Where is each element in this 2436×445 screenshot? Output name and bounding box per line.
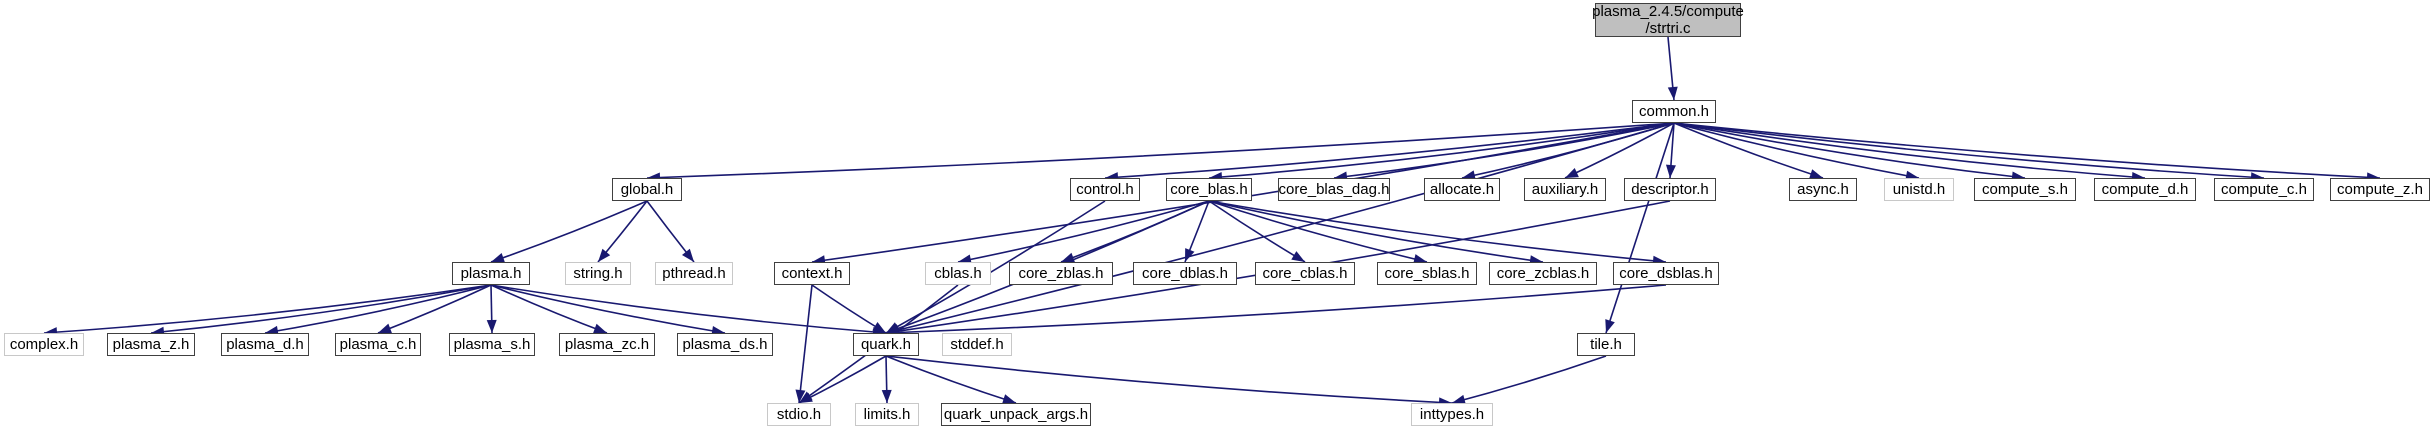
graph-node-plasma-zc-h[interactable]: plasma_zc.h [559, 333, 655, 356]
graph-node-tile-h[interactable]: tile.h [1577, 333, 1635, 356]
graph-node-compute-d-h[interactable]: compute_d.h [2094, 178, 2196, 201]
graph-node-core-cblas-h[interactable]: core_cblas.h [1255, 262, 1355, 285]
graph-node-pthread-h[interactable]: pthread.h [655, 262, 733, 285]
graph-node-stddef-h[interactable]: stddef.h [942, 333, 1012, 356]
graph-node-core-dsblas-h[interactable]: core_dsblas.h [1613, 262, 1719, 285]
graph-node-core-blas-h[interactable]: core_blas.h [1166, 178, 1252, 201]
graph-node-plasma-s-h[interactable]: plasma_s.h [449, 333, 535, 356]
graph-node-core-dblas-h[interactable]: core_dblas.h [1133, 262, 1237, 285]
graph-node-core-zblas-h[interactable]: core_zblas.h [1009, 262, 1113, 285]
graph-node-async-h[interactable]: async.h [1789, 178, 1857, 201]
graph-node-cblas-h[interactable]: cblas.h [925, 262, 991, 285]
graph-node-stdio-h[interactable]: stdio.h [767, 403, 831, 426]
graph-node-plasma-c-h[interactable]: plasma_c.h [335, 333, 421, 356]
graph-node-plasma-z-h[interactable]: plasma_z.h [107, 333, 195, 356]
graph-node-unistd-h[interactable]: unistd.h [1884, 178, 1954, 201]
graph-node-quark-h[interactable]: quark.h [853, 333, 919, 356]
graph-node-control-h[interactable]: control.h [1070, 178, 1140, 201]
graph-node-plasma-ds-h[interactable]: plasma_ds.h [677, 333, 773, 356]
graph-node-compute-s-h[interactable]: compute_s.h [1974, 178, 2076, 201]
graph-node-quark-unpack-args-h[interactable]: quark_unpack_args.h [941, 403, 1091, 426]
graph-node-core-sblas-h[interactable]: core_sblas.h [1377, 262, 1477, 285]
graph-node-allocate-h[interactable]: allocate.h [1424, 178, 1500, 201]
graph-node-auxiliary-h[interactable]: auxiliary.h [1524, 178, 1606, 201]
graph-node-plasma-d-h[interactable]: plasma_d.h [221, 333, 309, 356]
graph-node-string-h[interactable]: string.h [565, 262, 631, 285]
graph-node-complex-h[interactable]: complex.h [4, 333, 84, 356]
graph-node-plasma-h[interactable]: plasma.h [452, 262, 530, 285]
graph-node-compute-z-h[interactable]: compute_z.h [2330, 178, 2430, 201]
graph-node-inttypes-h[interactable]: inttypes.h [1411, 403, 1493, 426]
graph-node-root[interactable]: plasma_2.4.5/compute /strtri.c [1592, 3, 1744, 37]
graph-node-core-blas-dag-h[interactable]: core_blas_dag.h [1278, 178, 1390, 201]
graph-node-core-zcblas-h[interactable]: core_zcblas.h [1489, 262, 1597, 285]
graph-node-descriptor-h[interactable]: descriptor.h [1624, 178, 1716, 201]
graph-node-context-h[interactable]: context.h [774, 262, 850, 285]
graph-node-compute-c-h[interactable]: compute_c.h [2214, 178, 2314, 201]
graph-node-common-h[interactable]: common.h [1632, 100, 1716, 123]
graph-node-global-h[interactable]: global.h [612, 178, 682, 201]
graph-node-limits-h[interactable]: limits.h [855, 403, 919, 426]
